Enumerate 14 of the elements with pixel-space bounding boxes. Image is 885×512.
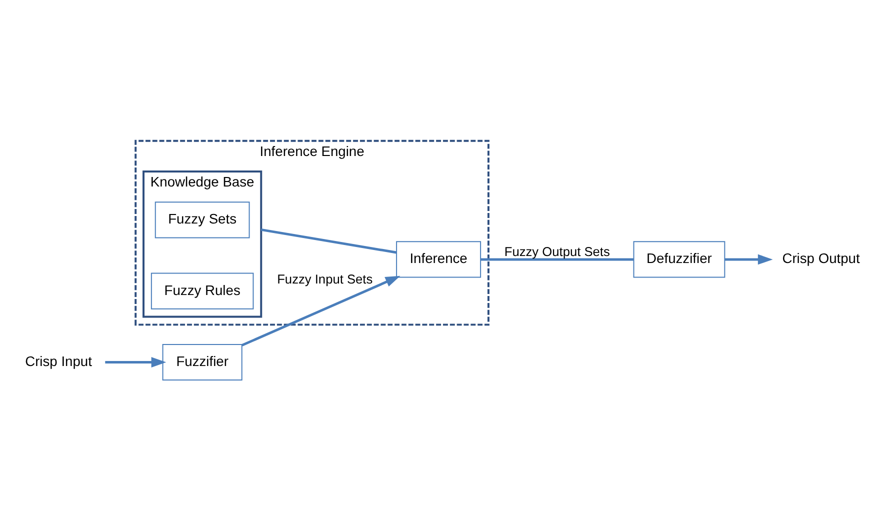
node-box: Inference [396, 240, 482, 278]
node-box: Fuzzy Rules [150, 272, 254, 309]
connector [260, 228, 397, 254]
arrow [242, 275, 400, 346]
node-box: Fuzzy Sets [154, 201, 250, 238]
edge-label: Fuzzy Output Sets [504, 243, 610, 258]
connector [480, 258, 634, 260]
node-text: Crisp Output [782, 250, 860, 266]
node-box: Fuzzifier [162, 343, 242, 380]
arrow [105, 356, 166, 367]
node-box: Defuzzifier [633, 240, 726, 278]
arrow [724, 254, 773, 264]
edge-label: Fuzzy Input Sets [277, 271, 373, 286]
node-text: Crisp Input [25, 352, 92, 368]
